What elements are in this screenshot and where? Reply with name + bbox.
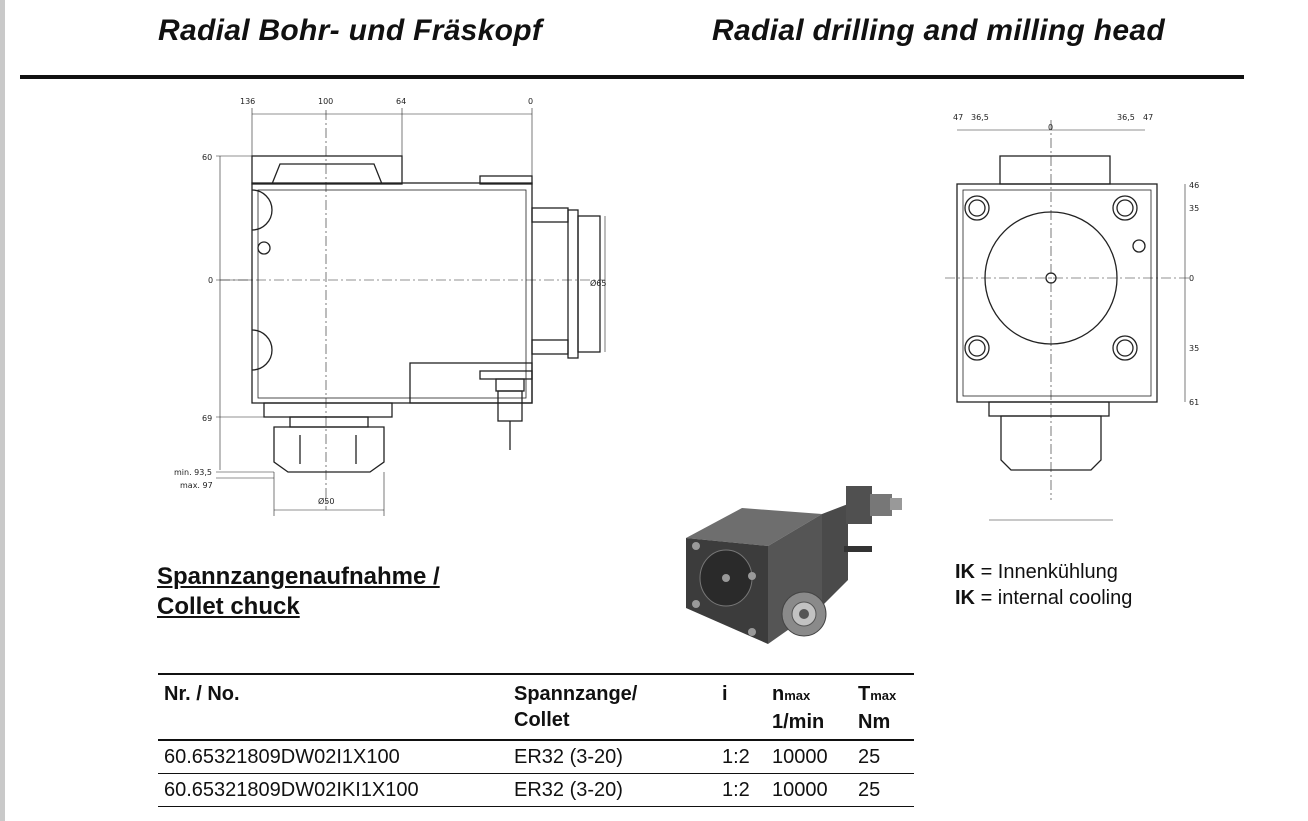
title-english: Radial drilling and milling head bbox=[712, 14, 1165, 47]
header-no: Nr. / No. bbox=[164, 683, 240, 705]
dim-left-60: 60 bbox=[202, 153, 212, 162]
legend-text-english: = internal cooling bbox=[980, 587, 1133, 609]
front-dim-right-46: 46 bbox=[1189, 181, 1199, 190]
product-render-image bbox=[686, 486, 902, 644]
front-dim-top-47b: 47 bbox=[1143, 113, 1153, 122]
dim-top-64: 64 bbox=[396, 97, 406, 106]
cell-ratio: 1:2 bbox=[722, 746, 750, 768]
front-dim-top-365a: 36,5 bbox=[971, 113, 989, 122]
front-dim-right-0: 0 bbox=[1189, 274, 1194, 283]
legend-abbr: IK bbox=[955, 587, 975, 609]
header-collet: Spannzange/Collet bbox=[514, 683, 638, 731]
front-dim-top-0: 0 bbox=[1048, 123, 1053, 132]
table-row: 60.65321809DW02IKI1X100 ER32 (3-20) 1:2 … bbox=[158, 774, 914, 807]
dim-top-136: 136 bbox=[240, 97, 255, 106]
header-rule bbox=[20, 75, 1244, 79]
legend-text-german: = Innenkühlung bbox=[980, 561, 1118, 583]
section-title-line1: Spannzangenaufnahme / bbox=[157, 563, 440, 590]
cell-nmax: 10000 bbox=[772, 779, 828, 801]
section-title-line2: Collet chuck bbox=[157, 593, 300, 620]
title-german: Radial Bohr- und Fräskopf bbox=[158, 14, 543, 47]
dim-diameter-65: Ø65 bbox=[590, 278, 606, 288]
page-left-edge bbox=[0, 0, 5, 821]
front-view-drawing: 47 36,5 0 36,5 47 46 35 0 35 61 bbox=[945, 113, 1199, 521]
legend-abbr: IK bbox=[955, 561, 975, 583]
front-dim-right-61: 61 bbox=[1189, 398, 1199, 407]
cell-no: 60.65321809DW02IKI1X100 bbox=[164, 779, 419, 801]
dim-left-0: 0 bbox=[208, 276, 213, 285]
dim-left-69: 69 bbox=[202, 414, 212, 423]
header-ratio: i bbox=[722, 683, 728, 705]
cell-no: 60.65321809DW02I1X100 bbox=[164, 746, 400, 768]
cell-tmax: 25 bbox=[858, 779, 881, 801]
cell-ratio: 1:2 bbox=[722, 779, 750, 801]
dim-top-100: 100 bbox=[318, 97, 333, 106]
cell-nmax: 10000 bbox=[772, 746, 828, 768]
legend-line-german: IK = Innenkühlung bbox=[955, 561, 1118, 584]
cell-tmax: 25 bbox=[858, 746, 881, 768]
cell-collet: ER32 (3-20) bbox=[514, 746, 623, 768]
front-dim-top-365b: 36,5 bbox=[1117, 113, 1135, 122]
dim-left-max: max. 97 bbox=[180, 481, 213, 490]
side-view-drawing: 136 100 64 0 60 0 69 min. 93,5 max. 97 Ø… bbox=[174, 97, 606, 516]
dim-top-0: 0 bbox=[528, 97, 533, 106]
front-dim-right-35a: 35 bbox=[1189, 204, 1199, 213]
front-dim-top-47a: 47 bbox=[953, 113, 963, 122]
dim-diameter-50: Ø50 bbox=[318, 496, 334, 506]
dim-left-min: min. 93,5 bbox=[174, 468, 212, 477]
table-row: 60.65321809DW02I1X100 ER32 (3-20) 1:2 10… bbox=[158, 740, 914, 774]
cell-collet: ER32 (3-20) bbox=[514, 779, 623, 801]
front-dim-right-35b: 35 bbox=[1189, 344, 1199, 353]
legend-line-english: IK = internal cooling bbox=[955, 587, 1132, 610]
